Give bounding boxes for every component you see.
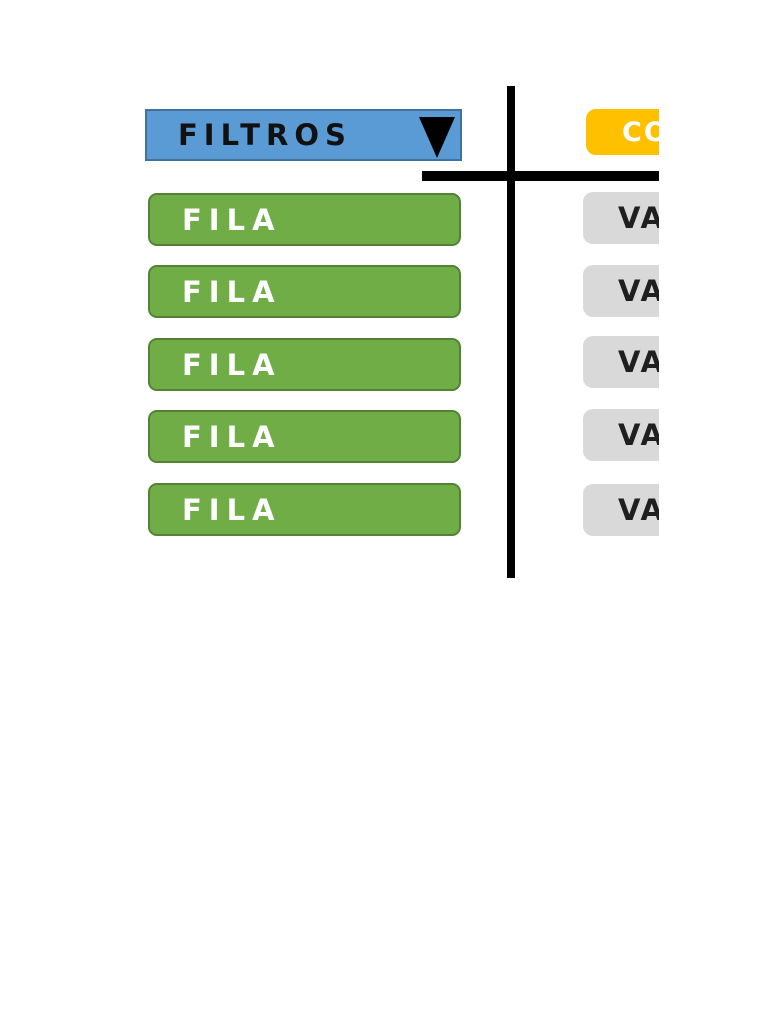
columns-label: CO — [622, 116, 659, 148]
vertical-divider-line — [507, 86, 515, 578]
values-field-label: VA — [618, 493, 659, 527]
horizontal-divider-line — [422, 171, 659, 181]
values-field-button-3[interactable]: VA — [583, 336, 659, 388]
filters-button[interactable]: FILTROS — [145, 109, 462, 161]
values-field-label: VA — [618, 201, 659, 235]
row-field-button-5[interactable]: FILA — [148, 483, 461, 536]
dropdown-triangle-icon — [419, 117, 455, 158]
values-field-label: VA — [618, 345, 659, 379]
row-field-label: FILA — [182, 347, 282, 382]
row-field-button-2[interactable]: FILA — [148, 265, 461, 318]
row-field-button-1[interactable]: FILA — [148, 193, 461, 246]
row-field-label: FILA — [182, 202, 282, 237]
values-field-button-2[interactable]: VA — [583, 265, 659, 317]
row-field-label: FILA — [182, 419, 282, 454]
values-field-button-4[interactable]: VA — [583, 409, 659, 461]
values-field-label: VA — [618, 274, 659, 308]
values-field-label: VA — [618, 418, 659, 452]
values-field-button-1[interactable]: VA — [583, 192, 659, 244]
row-field-button-4[interactable]: FILA — [148, 410, 461, 463]
row-field-label: FILA — [182, 492, 282, 527]
filters-label: FILTROS — [178, 118, 352, 152]
values-field-button-5[interactable]: VA — [583, 484, 659, 536]
row-field-label: FILA — [182, 274, 282, 309]
columns-button[interactable]: CO — [586, 109, 659, 155]
row-field-button-3[interactable]: FILA — [148, 338, 461, 391]
